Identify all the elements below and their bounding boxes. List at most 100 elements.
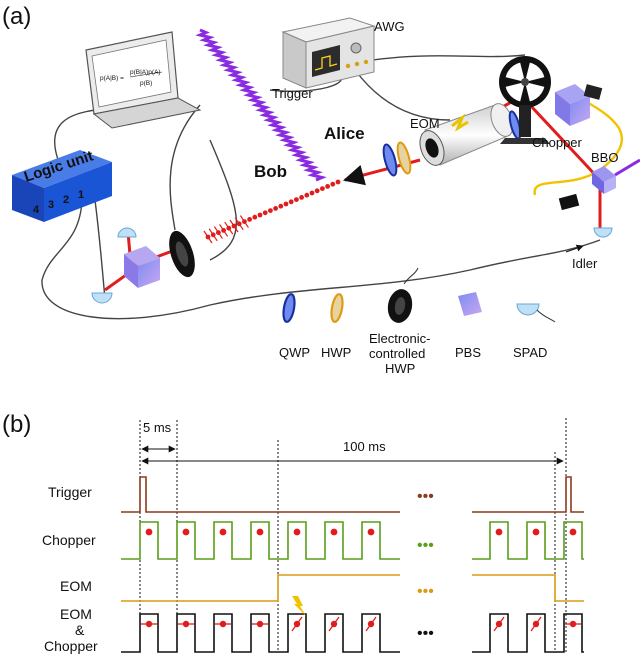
- bob-measurement: [91, 227, 195, 304]
- bbo-label: BBO: [591, 150, 618, 165]
- chopper-ellipsis: •••: [417, 537, 434, 554]
- spad-bob-2-icon: [91, 292, 113, 304]
- polarization-arrow: [239, 215, 249, 228]
- signal-eom-chopper-line1: EOM: [60, 606, 92, 622]
- chopper-photon-dot: [495, 528, 503, 536]
- component-legend: QWP HWP Electronic- controlled HWP PBS S…: [279, 267, 556, 376]
- eom-chopper-waveform: [121, 613, 584, 653]
- bob-alice-divider: [195, 28, 327, 182]
- hwp-alice-icon: [396, 141, 412, 175]
- eom-chopper-ellipsis: •••: [417, 625, 434, 642]
- awg-device: AWG: [281, 17, 405, 89]
- polarization-arrow: [219, 224, 229, 237]
- legend-pbs-icon: [458, 292, 482, 316]
- polarized-photon-train: [203, 179, 341, 244]
- spad-idler-icon: [593, 227, 613, 238]
- photon-dot: [299, 195, 304, 200]
- polarization-marker: [493, 616, 505, 632]
- legend-hwp-icon: [330, 293, 344, 323]
- spad-bob-1-icon: [117, 227, 137, 238]
- eom-waveform: [121, 574, 400, 602]
- polarization-arrow: [229, 219, 239, 233]
- eom-label: EOM: [410, 116, 440, 131]
- bbo-crystal: BBO: [591, 150, 618, 194]
- chopper-wheel: Chopper: [499, 56, 583, 150]
- photon-dot: [273, 206, 278, 211]
- logic-channel-4: 4: [33, 204, 40, 216]
- polarization-arrow: [224, 221, 234, 235]
- photon-dot: [314, 188, 320, 194]
- chopper-photon-dot: [367, 528, 375, 536]
- chopper-photon-dot: [145, 528, 153, 536]
- interval-5ms-label: 5 ms: [143, 420, 172, 435]
- eom-switch-lightning-icon: [292, 596, 306, 616]
- photon-dot: [330, 181, 336, 187]
- pbs-source-icon: [555, 84, 590, 126]
- trigger-waveform-end: [472, 476, 584, 513]
- panel-b-label: (b): [2, 411, 31, 438]
- trigger-label: Trigger: [272, 86, 313, 101]
- photon-dot: [288, 199, 294, 205]
- photon-dot: [268, 208, 273, 214]
- signal-eom-chopper-line3: Chopper: [44, 638, 98, 654]
- polarization-marker: [328, 616, 340, 632]
- chopper-photon-dot: [256, 528, 264, 536]
- legend-ec-hwp-line1: Electronic-: [369, 331, 430, 346]
- legend-pbs-label: PBS: [455, 345, 481, 360]
- chopper-photon-dot: [219, 528, 227, 536]
- bob-label: Bob: [254, 162, 287, 181]
- chopper-photon-markers: [145, 528, 577, 536]
- polarization-arrow: [213, 226, 223, 239]
- photon-dot: [278, 203, 284, 209]
- eom-chopper-photon-markers: [141, 616, 581, 632]
- legend-qwp-icon: [282, 293, 296, 323]
- pbs-bob-icon: [124, 246, 160, 266]
- laptop-formula-den: p(B): [140, 80, 152, 87]
- fiber-coupler-icon: [583, 84, 603, 100]
- photon-dot: [304, 192, 310, 198]
- chopper-photon-dot: [330, 528, 338, 536]
- legend-ec-hwp-line2: controlled: [369, 346, 425, 361]
- trigger-waveform: [121, 476, 400, 513]
- laptop: p(A|B) = p(B|A)p(A) p(B): [85, 31, 202, 129]
- photon-dot: [294, 197, 299, 203]
- laptop-formula-num: p(B|A)p(A): [130, 69, 161, 76]
- polarization-arrow: [203, 230, 213, 244]
- photon-dot: [247, 217, 253, 222]
- photon-dot: [309, 190, 315, 196]
- polarization-arrow: [208, 228, 218, 242]
- polarization-marker: [530, 616, 542, 632]
- chopper-photon-dot: [182, 528, 190, 536]
- signal-trigger-label: Trigger: [48, 484, 92, 500]
- interval-100ms-label: 100 ms: [343, 439, 386, 454]
- awg-label: AWG: [374, 19, 405, 34]
- eom-ellipsis: •••: [417, 583, 434, 600]
- logic-unit: Logic unit 4 3 2 1: [12, 147, 112, 222]
- legend-spad-icon: [516, 303, 540, 316]
- coupler-icon: [558, 193, 580, 211]
- photon-dot: [325, 184, 330, 189]
- chopper-photon-dot: [569, 528, 577, 536]
- legend-hwp-label: HWP: [321, 345, 351, 360]
- legend-spad-label: SPAD: [513, 345, 547, 360]
- chopper-photon-dot: [293, 528, 301, 536]
- legend-ec-hwp-line3: HWP: [385, 361, 415, 376]
- idler-label: Idler: [572, 256, 598, 271]
- qwp-alice-icon: [382, 143, 398, 177]
- photon-dot: [283, 201, 289, 207]
- chopper-photon-dot: [532, 528, 540, 536]
- polarization-marker: [291, 616, 303, 632]
- logic-channel-3: 3: [48, 199, 54, 211]
- legend-qwp-label: QWP: [279, 345, 310, 360]
- polarization-arrow: [234, 217, 244, 231]
- signal-eom-chopper-line2: &: [75, 622, 85, 638]
- photon-dot: [320, 186, 325, 192]
- photon-dot: [257, 212, 263, 218]
- fiber-cables: [41, 54, 601, 320]
- signal-eom-label: EOM: [60, 578, 92, 594]
- photon-dot: [335, 179, 341, 185]
- panel-a-label: (a): [2, 3, 31, 30]
- logic-channel-1: 1: [78, 189, 84, 201]
- signal-chopper-label: Chopper: [42, 532, 96, 548]
- photon-dot: [262, 210, 268, 216]
